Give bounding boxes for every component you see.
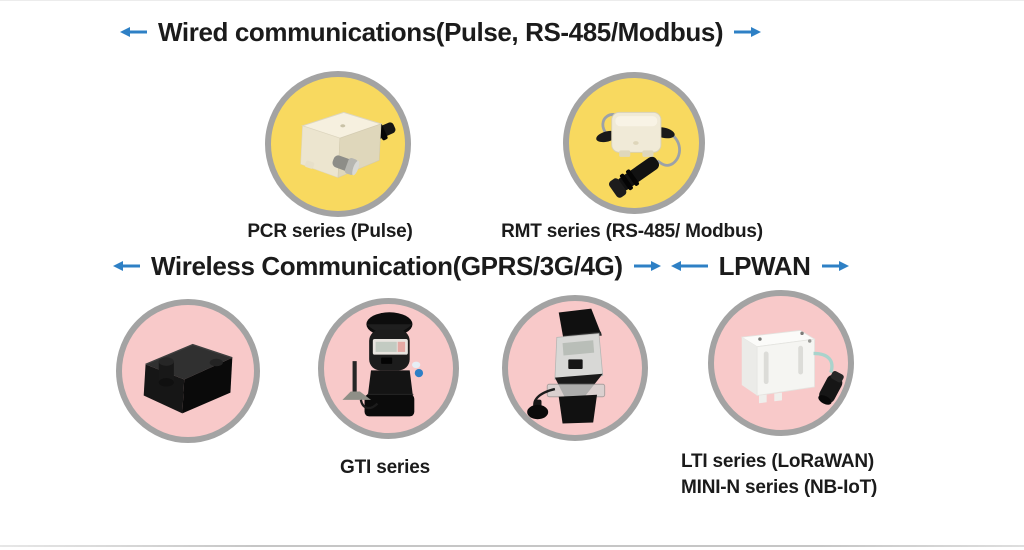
rmt-device-image (596, 111, 681, 198)
left-arrow-icon (670, 261, 708, 271)
gti-meter-image (342, 312, 424, 417)
amr-meter-image (527, 308, 606, 424)
gprs-logger-circle (116, 299, 260, 443)
pcr-device-image (300, 111, 396, 178)
wireless-heading-title: Wireless Communication(GPRS/3G/4G) (151, 251, 623, 281)
lpwan-series-labels: LTI series (LoRaWAN) MINI-N series (NB-I… (681, 449, 877, 501)
black-logger-image (143, 343, 233, 414)
gti-series-label: GTI series (340, 457, 430, 478)
lpwan-heading-title: LPWAN (718, 251, 811, 281)
gprs-meter-circle (502, 295, 648, 441)
wired-heading-title: Wired communications(Pulse, RS-485/Modbu… (158, 17, 724, 47)
left-arrow-icon (113, 261, 140, 271)
left-arrow-icon (120, 27, 147, 37)
gti-product-circle (318, 298, 459, 439)
rmt-series-label: RMT series (RS-485/ Modbus) (501, 221, 763, 242)
right-arrow-icon (821, 261, 849, 271)
pcr-product-circle (265, 71, 411, 217)
top-border-line (0, 0, 1024, 1)
right-arrow-icon (734, 27, 762, 37)
rmt-product-circle (563, 72, 705, 214)
right-arrow-icon (633, 261, 661, 271)
lti-device-image (740, 330, 844, 405)
wired-heading-row: Wired communications(Pulse, RS-485/Modbu… (120, 17, 762, 47)
mini-n-series-label: MINI-N series (NB-IoT) (681, 477, 878, 498)
wireless-heading-row: Wireless Communication(GPRS/3G/4G) LPWAN (113, 251, 849, 281)
lpwan-product-circle (708, 290, 854, 436)
pcr-series-label: PCR series (Pulse) (247, 221, 413, 242)
bottom-border-line (0, 545, 1024, 547)
lti-series-label: LTI series (LoRaWAN) (681, 451, 875, 472)
